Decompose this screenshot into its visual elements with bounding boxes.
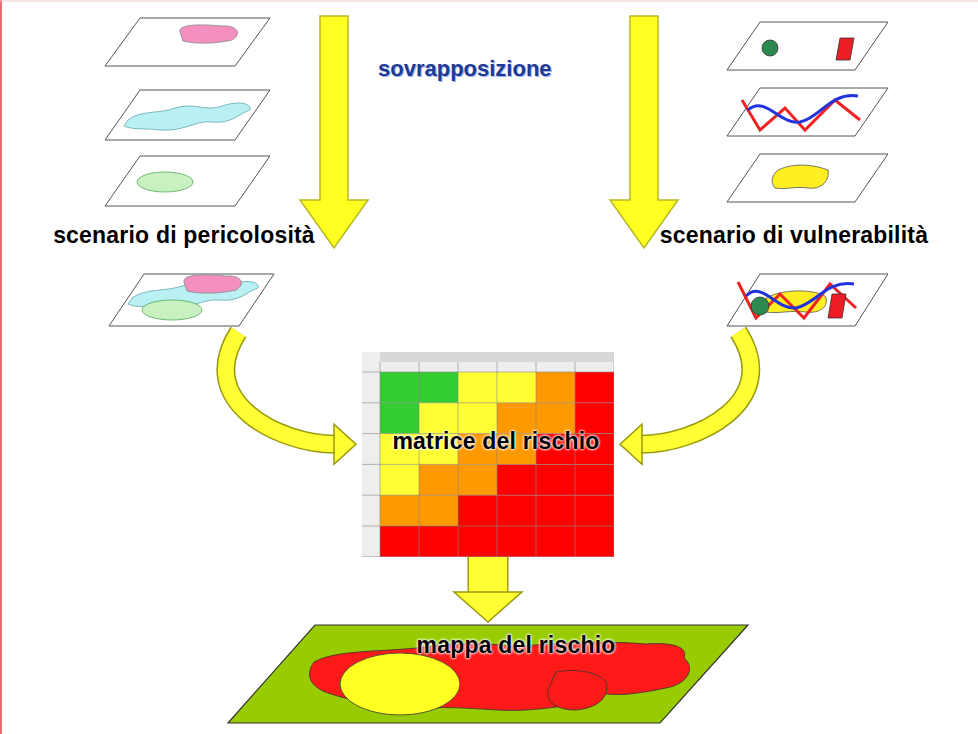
arrow-head <box>334 424 356 464</box>
hazard-scenario-plane: scenario di pericolosità <box>14 218 354 332</box>
arrow-shaft <box>641 332 751 444</box>
node-title: matrice del rischio <box>362 428 630 455</box>
node-title: scenario di vulnerabilità <box>620 222 968 249</box>
text-wrap: matrice del rischio <box>362 428 630 455</box>
text-wrap: mappa del rischio <box>366 632 666 659</box>
text-wrap: scenario di vulnerabilità <box>620 222 968 249</box>
arrow-shaft <box>226 332 335 444</box>
arrow-outline <box>641 332 751 444</box>
arrow-shaft <box>469 557 507 593</box>
risk-matrix: matrice del rischio <box>362 352 614 557</box>
arrow-head <box>620 424 642 464</box>
risk-map: mappa del rischio <box>226 622 752 726</box>
vulnerability-scenario-plane: scenario di vulnerabilità <box>620 218 968 332</box>
flow-arrow <box>620 332 751 464</box>
arrow-head <box>454 592 522 622</box>
arrow-outline <box>468 557 509 593</box>
flow-arrow <box>454 557 522 622</box>
text-wrap: scenario di pericolosità <box>14 222 354 249</box>
flow-arrow <box>226 332 356 464</box>
arrow-outline <box>226 332 335 444</box>
overlay-label: sovrapposizione <box>378 56 552 82</box>
node-title: mappa del rischio <box>366 632 666 659</box>
node-shape <box>362 352 614 557</box>
node-title: scenario di pericolosità <box>14 222 354 249</box>
